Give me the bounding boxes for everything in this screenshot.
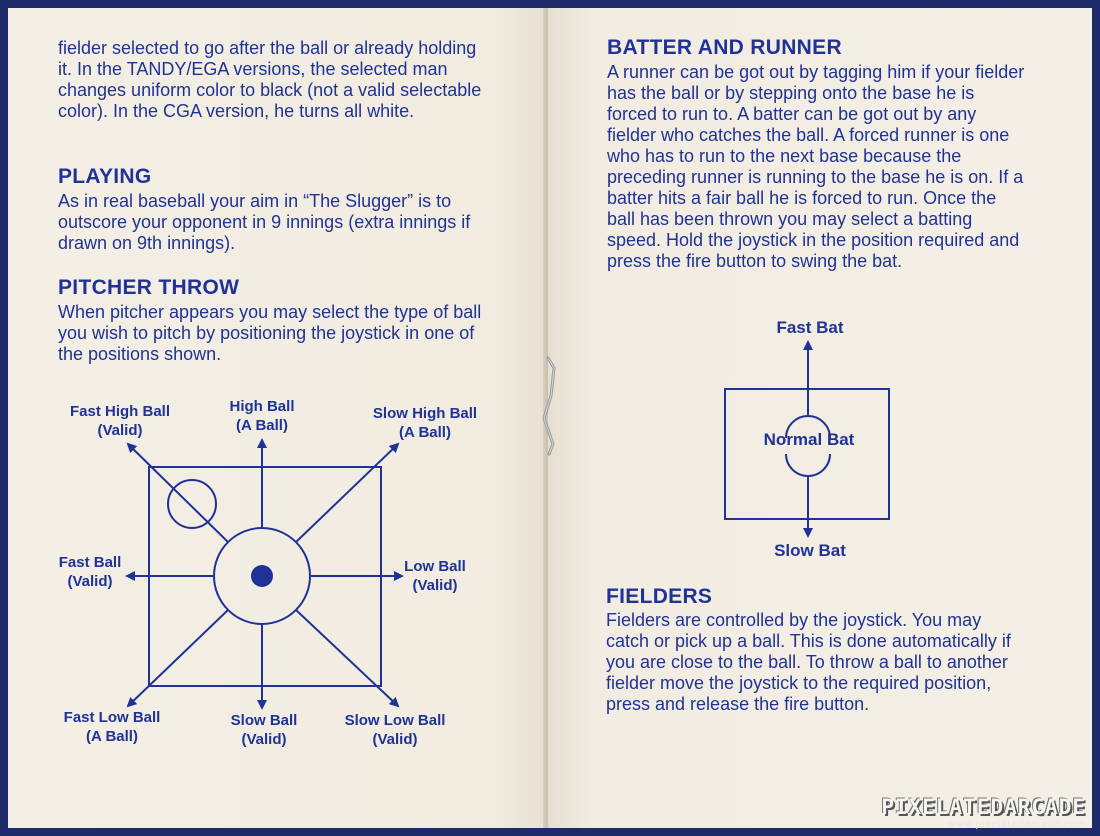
- batter-and-runner-heading: BATTER AND RUNNER: [607, 36, 842, 59]
- ball-position-circle: [167, 479, 217, 529]
- spine-fold: [543, 8, 551, 828]
- watermark-url: www.pixelatedarcade.com: [947, 819, 1086, 830]
- batter-and-runner-body: A runner can be got out by tagging him i…: [607, 62, 1025, 271]
- playing-heading: PLAYING: [58, 165, 152, 188]
- fielders-body: Fielders are controlled by the joystick.…: [606, 610, 1011, 714]
- joystick-knob: [251, 565, 273, 587]
- fast-low-ball-label: Fast Low Ball (A Ball): [63, 709, 161, 745]
- pitcher-throw-heading: PITCHER THROW: [58, 276, 240, 299]
- slow-low-ball-label: Slow Low Ball (Valid): [344, 712, 446, 748]
- left-page: [8, 8, 546, 828]
- fast-high-ball-label: Fast High Ball (Valid): [69, 403, 170, 439]
- high-ball-label: High Ball (A Ball): [229, 398, 295, 434]
- staple-icon: [542, 356, 556, 456]
- right-page: [548, 8, 1092, 828]
- slow-bat-label: Slow Bat: [774, 541, 846, 560]
- normal-bat-label: Normal Bat: [763, 430, 855, 449]
- watermark: PIXELATEDARCADE www.pixelatedarcade.com: [881, 795, 1086, 830]
- fielders-heading: FIELDERS: [606, 585, 713, 608]
- watermark-name: PIXELATEDARCADE: [881, 795, 1086, 819]
- fast-ball-label: Fast Ball (Valid): [58, 554, 122, 590]
- pitcher-throw-body: When pitcher appears you may select the …: [58, 302, 482, 364]
- slow-ball-label: Slow Ball (Valid): [230, 712, 298, 748]
- low-ball-label: Low Ball (Valid): [404, 558, 466, 594]
- pitch-direction-diagram: [125, 438, 404, 710]
- fast-bat-label: Fast Bat: [776, 318, 844, 337]
- slow-high-ball-label: Slow High Ball (A Ball): [372, 405, 478, 441]
- playing-body: As in real baseball your aim in “The Slu…: [58, 191, 471, 253]
- intro-paragraph: fielder selected to go after the ball or…: [58, 38, 482, 121]
